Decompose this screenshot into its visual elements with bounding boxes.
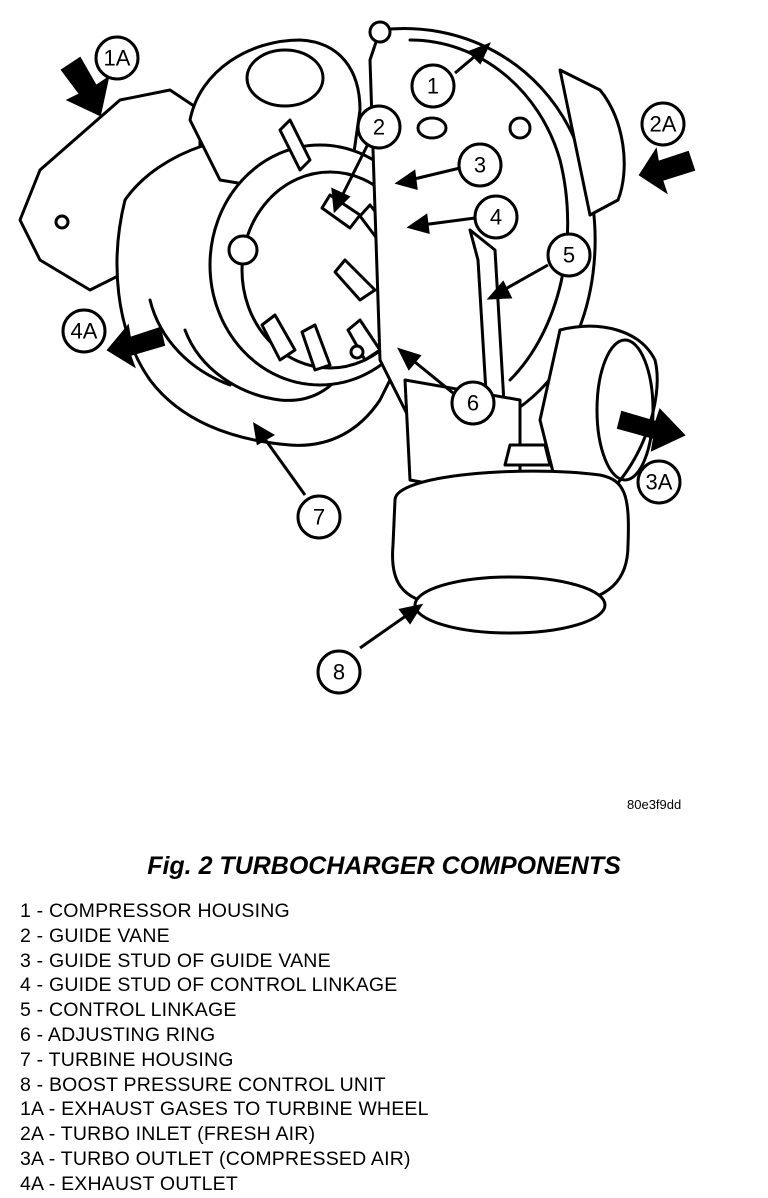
legend-item: 6 - ADJUSTING RING	[20, 1023, 216, 1046]
callout-label: 2	[373, 115, 385, 140]
callout-label: 4	[490, 205, 502, 230]
callout-8: 8	[316, 649, 362, 695]
callout-1: 1	[410, 63, 456, 109]
callout-label: 5	[563, 243, 575, 268]
callout-label: 1A	[104, 46, 131, 71]
legend-item: 7 - TURBINE HOUSING	[20, 1048, 234, 1071]
callout-arrow-1	[454, 42, 491, 75]
callout-2: 2	[356, 104, 402, 150]
flow-arrow-4a	[106, 323, 166, 369]
callout-arrow-3	[394, 166, 461, 191]
turbine-housing-lip	[148, 298, 232, 387]
callout-3a: 3A	[636, 459, 682, 505]
guide-stud-c	[349, 344, 365, 360]
callout-6: 6	[450, 380, 496, 426]
compressor-bolt-side	[508, 116, 532, 140]
callout-arrow-8	[359, 603, 424, 650]
compressor-inlet	[558, 68, 626, 217]
flow-arrow-2a	[638, 147, 696, 195]
legend-list: 1 - COMPRESSOR HOUSING 2 - GUIDE VANE 3 …	[20, 899, 429, 1197]
callout-4: 4	[473, 194, 519, 240]
callout-label: 6	[467, 391, 479, 416]
callout-arrow-2	[331, 139, 372, 214]
callout-label: 3	[474, 153, 486, 178]
outlet-opening	[595, 338, 655, 482]
turbocharger-diagram: 1 2 3 4 5 6 7 8 1A 2A 3A 4A	[18, 20, 696, 695]
top-elbow-opening	[245, 48, 325, 108]
legend-item: 1A - EXHAUST GASES TO TURBINE WHEEL	[20, 1098, 429, 1121]
boost-control-unit-shape	[391, 469, 630, 607]
flow-arrow-1a	[60, 56, 110, 117]
actuator-bottom	[413, 575, 607, 635]
compressor-bolt-top	[368, 20, 392, 44]
flow-arrow-3a	[616, 408, 686, 452]
legend-item: 5 - CONTROL LINKAGE	[20, 999, 237, 1022]
callout-label: 1	[427, 74, 439, 99]
legend-item: 3A - TURBO OUTLET (COMPRESSED AIR)	[20, 1147, 411, 1170]
callout-arrow-5	[486, 263, 549, 300]
callout-4a: 4A	[61, 308, 107, 354]
flange-bolt-hole	[54, 214, 70, 230]
callout-label: 4A	[71, 319, 98, 344]
legend-item: 8 - BOOST PRESSURE CONTROL UNIT	[20, 1073, 386, 1096]
legend-item: 2A - TURBO INLET (FRESH AIR)	[20, 1123, 316, 1146]
callout-label: 8	[333, 660, 345, 685]
callout-label: 2A	[650, 112, 677, 137]
callout-7: 7	[296, 494, 342, 540]
callout-3: 3	[457, 142, 503, 188]
callout-1a: 1A	[94, 35, 140, 81]
callouts: 1 2 3 4 5 6 7 8 1A 2A 3A 4A	[61, 35, 686, 695]
callout-arrow-7	[252, 422, 307, 496]
callout-5: 5	[546, 232, 592, 278]
turbine-housing-inner	[183, 328, 347, 402]
callout-arrow-4	[406, 213, 476, 235]
legend-item: 4 - GUIDE STUD OF CONTROL LINKAGE	[20, 974, 398, 997]
oil-port	[416, 116, 448, 140]
turbine-wheel-hub	[227, 234, 259, 266]
callout-arrow-6	[397, 347, 454, 395]
callout-2a: 2A	[640, 101, 686, 147]
legend-item: 3 - GUIDE STUD OF GUIDE VANE	[20, 949, 331, 972]
arrows	[60, 42, 696, 650]
callout-label: 7	[313, 505, 325, 530]
callout-label: 3A	[646, 470, 673, 495]
legend-item: 2 - GUIDE VANE	[20, 924, 170, 947]
actuator-nut	[503, 443, 552, 467]
turbocharger-illustration	[18, 20, 659, 635]
legend-item: 1 - COMPRESSOR HOUSING	[20, 900, 290, 922]
figure-title: Fig. 2 TURBOCHARGER COMPONENTS	[147, 852, 621, 880]
drawing-id: 80e3f9dd	[627, 797, 682, 812]
legend-item: 4A - EXHAUST OUTLET	[20, 1172, 238, 1195]
